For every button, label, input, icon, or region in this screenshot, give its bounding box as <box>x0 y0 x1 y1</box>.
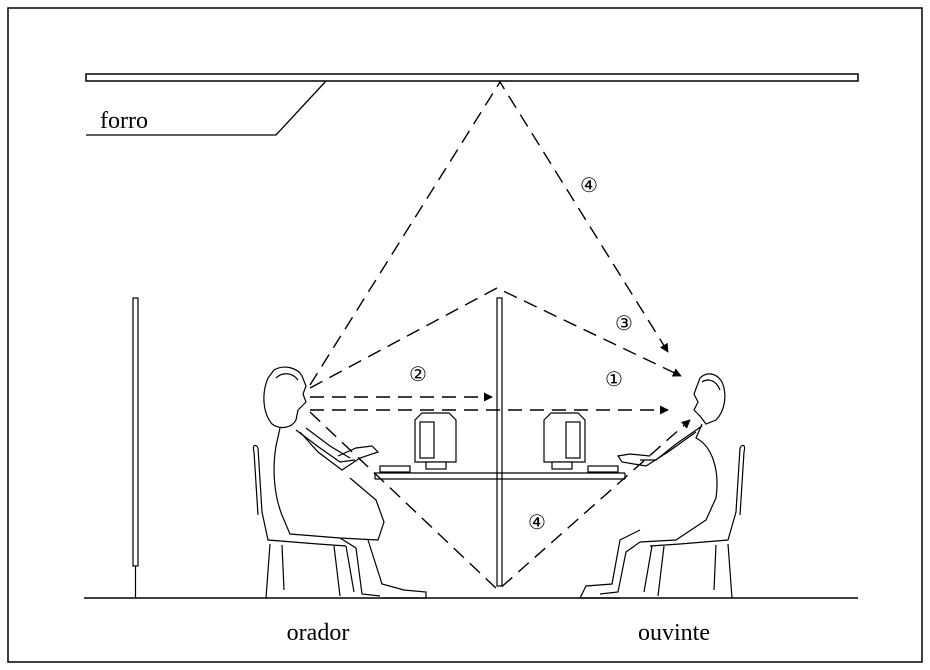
path-number-3: ③ <box>615 313 633 335</box>
partition <box>496 297 503 587</box>
ceiling-leader-line <box>86 80 327 136</box>
diagram-border <box>7 7 923 663</box>
sound-paths <box>309 80 691 591</box>
path-3-partition <box>309 287 682 389</box>
path-number-4-bottom: ④ <box>528 512 546 534</box>
path-4-floor <box>309 411 691 591</box>
speaker-figure <box>252 366 427 599</box>
monitor-right <box>543 412 619 473</box>
path-4-ceiling <box>309 80 669 386</box>
path-number-4-top: ④ <box>580 175 598 197</box>
wall-panel <box>132 297 139 567</box>
path-number-1: ① <box>605 369 623 391</box>
listener-label: ouvinte <box>638 620 710 646</box>
path-numbers: ④ ③ ② ① ④ <box>409 175 633 534</box>
path-number-2: ② <box>409 364 427 386</box>
listener-figure <box>579 373 746 599</box>
ceiling <box>85 73 859 82</box>
speaker-label: orador <box>287 620 350 646</box>
monitor-left <box>379 412 457 473</box>
ceiling-label: forro <box>100 108 148 134</box>
